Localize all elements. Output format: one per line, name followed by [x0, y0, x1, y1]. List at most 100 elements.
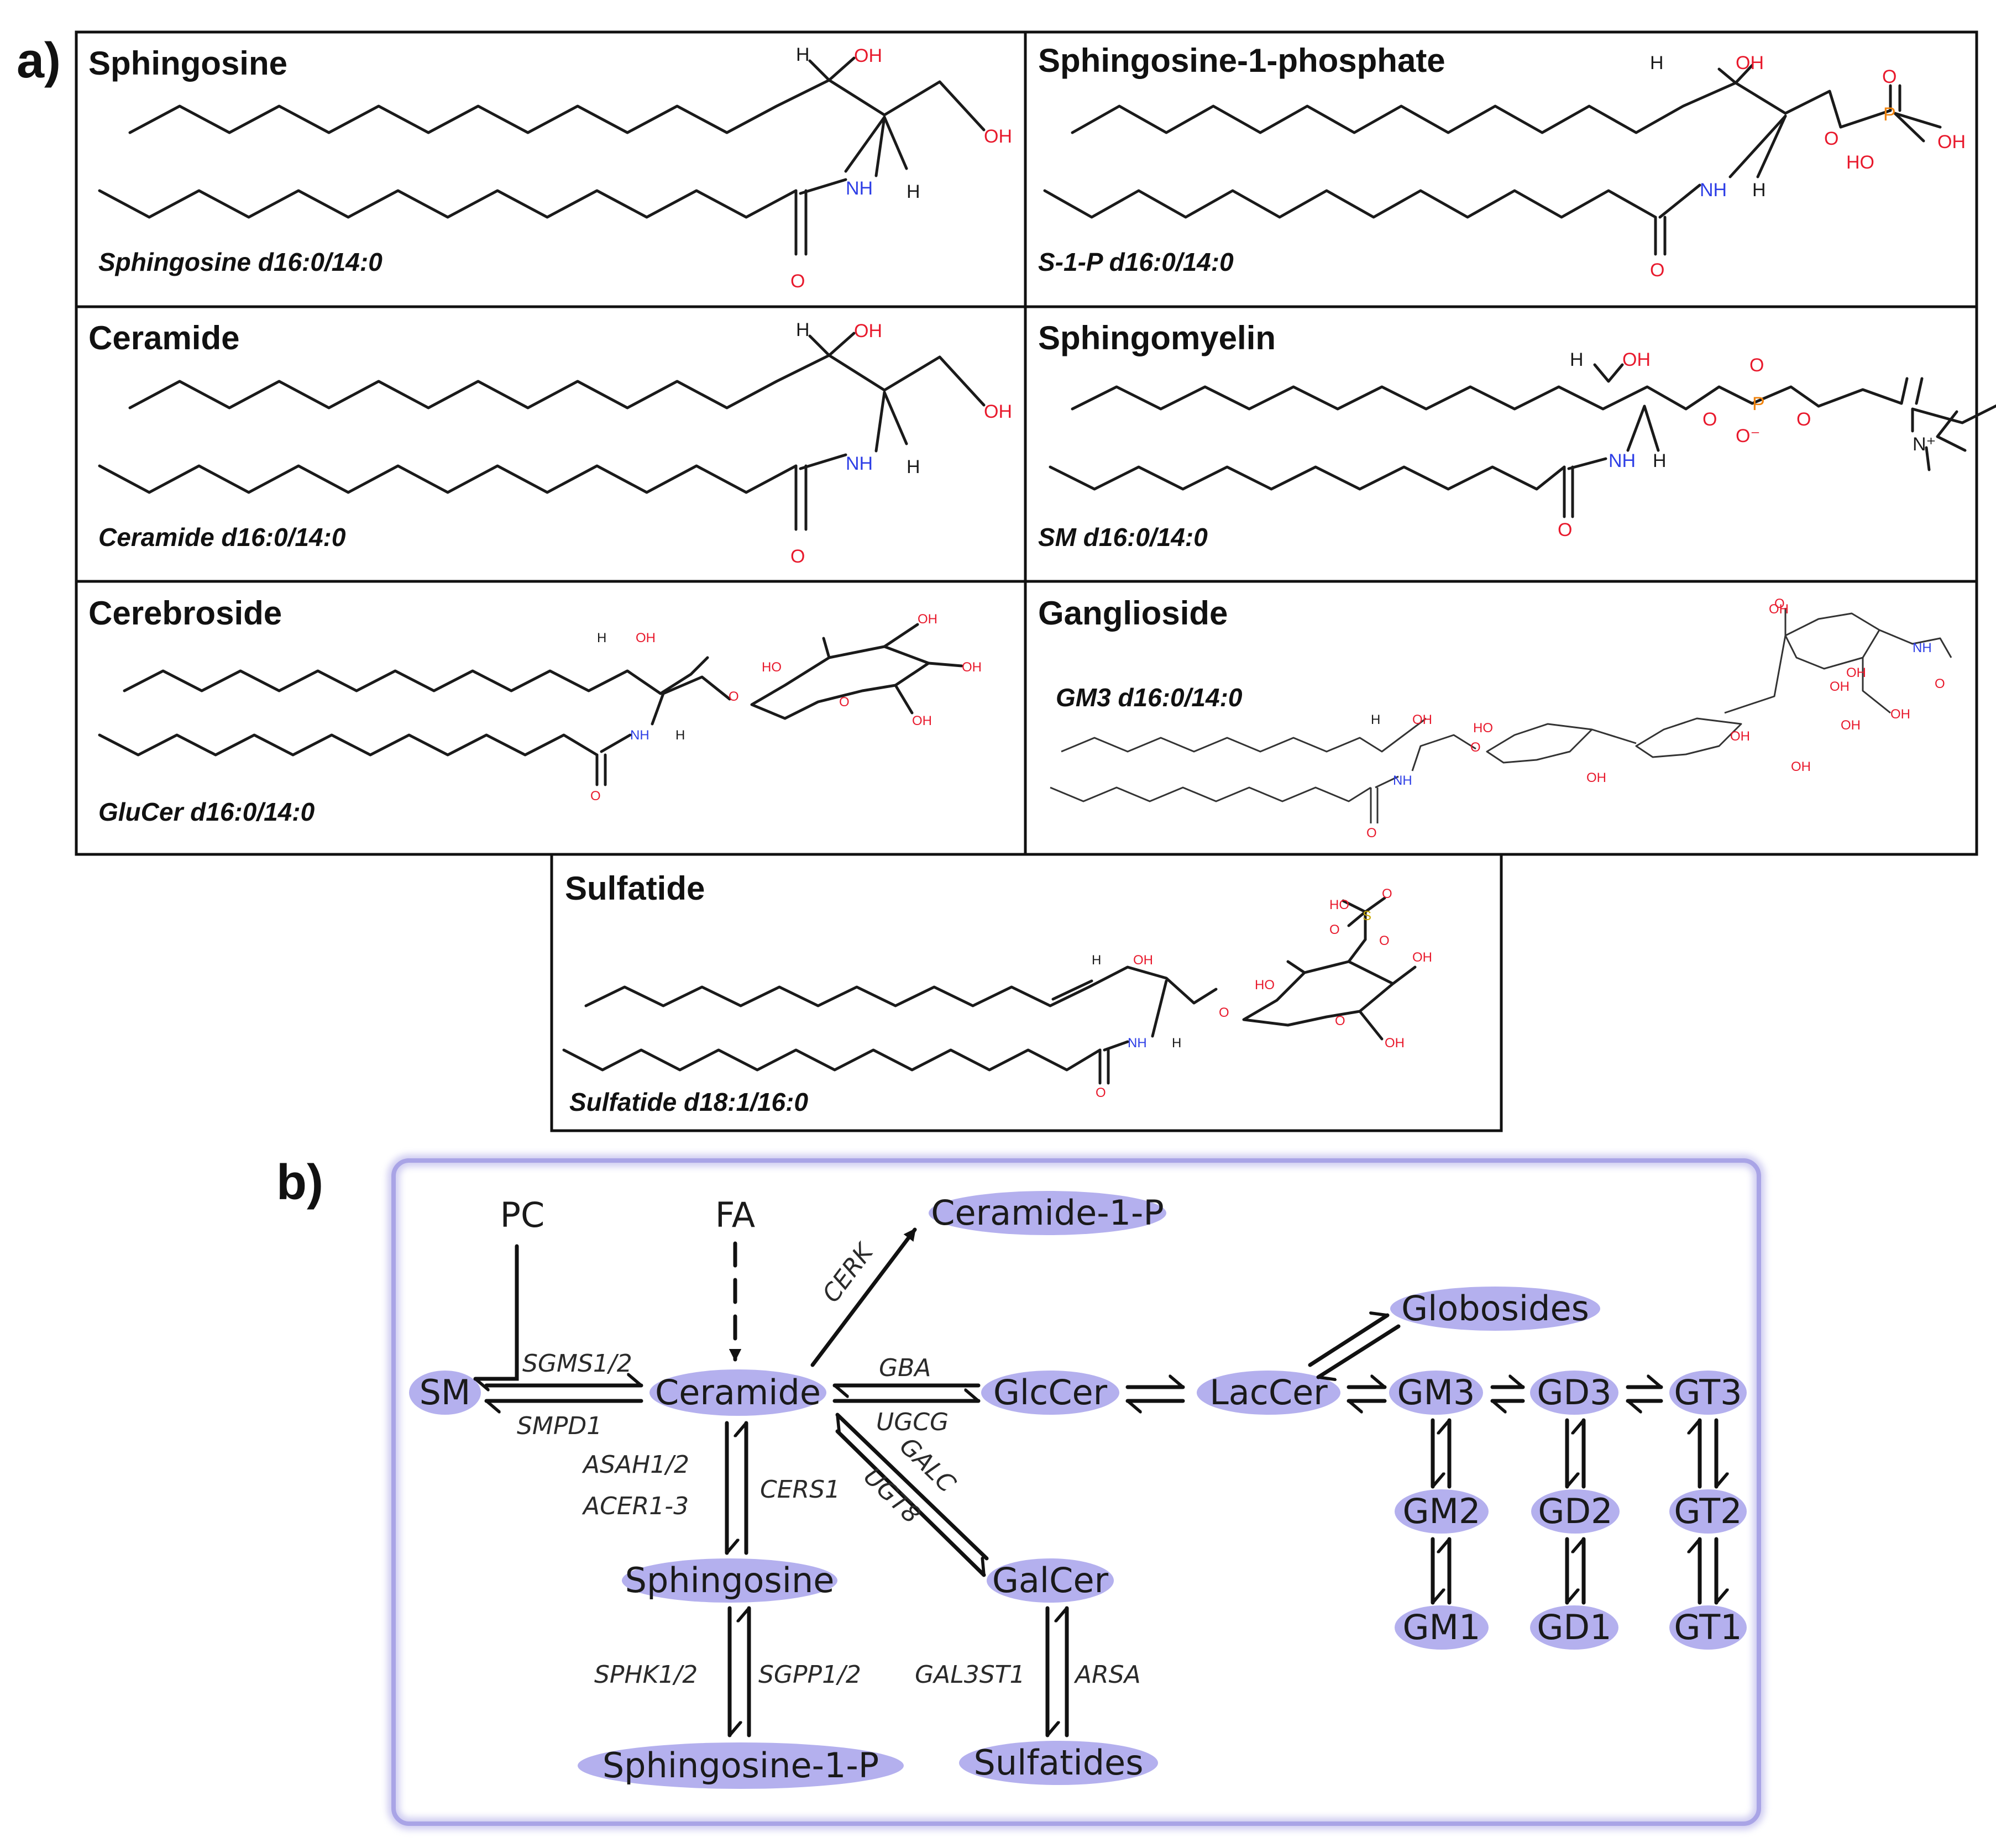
- atom-ho: HO: [1329, 897, 1349, 912]
- node-sm: SM: [420, 1372, 471, 1413]
- node-ceramide-1-p-shape: [929, 1191, 1166, 1235]
- node-galcer: GalCer: [992, 1560, 1109, 1600]
- arrow-pc-to-sm: [473, 1244, 519, 1379]
- atom-o-minus: O⁻: [1736, 426, 1760, 447]
- title-s1p: Sphingosine-1-phosphate: [1038, 42, 1445, 79]
- atom-oh: OH: [984, 401, 1012, 422]
- chain-lower: [1050, 786, 1371, 802]
- arrow-ceramide-to-galcer: [835, 1429, 986, 1577]
- atom-oh: OH: [1133, 953, 1153, 968]
- amide-bonds: [595, 692, 665, 786]
- node-labels: SM Ceramide Ceramide-1-P GlcCer LacCer G…: [420, 1193, 1742, 1786]
- atom-o: O: [790, 546, 805, 567]
- node-gt3: GT3: [1674, 1372, 1742, 1413]
- node-globosides: Globosides: [1401, 1288, 1589, 1329]
- caption-sphingomyelin: SM d16:0/14:0: [1038, 523, 1208, 552]
- wedge-bonds: [808, 56, 908, 173]
- node-gd1-shape: [1530, 1605, 1618, 1650]
- title-sulfatide: Sulfatide: [565, 870, 705, 907]
- atom-o: O: [1749, 355, 1764, 376]
- atom-oh: OH: [636, 631, 656, 645]
- node-sulfatides-shape: [959, 1741, 1158, 1785]
- atom-h: H: [796, 319, 810, 340]
- amide-bonds: [1563, 405, 1646, 518]
- node-glccer-shape: [981, 1371, 1119, 1415]
- atom-oh: OH: [1841, 718, 1861, 733]
- caption-sphingosine: Sphingosine d16:0/14:0: [98, 248, 383, 276]
- atom-o: O: [1366, 826, 1377, 841]
- node-gd3: GD3: [1537, 1372, 1611, 1413]
- node-gm1: GM1: [1403, 1607, 1481, 1647]
- atom-nh: NH: [630, 728, 649, 743]
- node-sphingosine-shape: [622, 1558, 837, 1603]
- node-shapes: [409, 1191, 1747, 1789]
- linker-bonds: [662, 675, 731, 701]
- panel-b-label: b): [276, 1155, 323, 1210]
- node-gd3-shape: [1530, 1371, 1618, 1415]
- title-ganglioside: Ganglioside: [1038, 595, 1228, 632]
- node-gt2-shape: [1669, 1489, 1747, 1534]
- amide-bonds: [1370, 734, 1476, 823]
- node-galcer-shape: [987, 1558, 1114, 1603]
- amide-bonds: [1654, 114, 1787, 256]
- atom-h: H: [675, 728, 685, 743]
- wedge-bonds: [1593, 363, 1660, 452]
- atom-p: P: [1752, 393, 1765, 414]
- atom-oh: OH: [1736, 53, 1764, 74]
- lactose-rings: [1486, 717, 1742, 764]
- chain-lower: [98, 733, 599, 757]
- atom-o: O: [839, 695, 850, 710]
- arrow-ceramide-to-ceramide-1-p: [810, 1227, 917, 1367]
- panel-b: b) SM Cerami: [276, 1154, 1765, 1830]
- atom-oh: OH: [962, 660, 982, 675]
- atom-o: O: [1774, 596, 1785, 611]
- amide-bonds: [794, 391, 886, 531]
- atom-o: O: [1096, 1085, 1106, 1100]
- atom-oh: OH: [918, 612, 937, 627]
- atom-h: H: [1752, 180, 1766, 201]
- atom-o: O: [790, 271, 805, 292]
- enzyme-cerk: CERK: [817, 1237, 880, 1308]
- node-gt1-shape: [1669, 1605, 1747, 1650]
- atom-oh: OH: [854, 45, 882, 66]
- chain-lower: [98, 464, 798, 494]
- amide-bonds: [1098, 979, 1168, 1085]
- atom-ho: HO: [762, 660, 782, 675]
- galactose-ring: [1242, 938, 1417, 1041]
- structure-sphingosine: H OH OH NH H O: [98, 44, 1012, 292]
- structure-sphingomyelin: H OH O O P O⁻ O N⁺ NH H O: [1049, 349, 1996, 540]
- node-laccer: LacCer: [1209, 1372, 1328, 1413]
- atom-ho: HO: [1846, 152, 1874, 173]
- enzyme-asah: ASAH1/2: [581, 1451, 689, 1479]
- enzyme-sgpp: SGPP1/2: [758, 1661, 861, 1689]
- sialic-acid-ring: [1724, 608, 1952, 714]
- caption-ceramide: Ceramide d16:0/14:0: [98, 523, 346, 552]
- trans-double-bond: [1051, 979, 1093, 1001]
- enzyme-gba: GBA: [879, 1354, 931, 1382]
- atom-o: O: [729, 689, 739, 704]
- atom-o: O: [1335, 1014, 1345, 1028]
- structure-s1p: H OH O O P OH HO NH H O: [1043, 53, 1966, 281]
- node-sphingosine: Sphingosine: [625, 1560, 835, 1600]
- atom-o: O: [1379, 933, 1390, 948]
- node-ceramide: Ceramide: [655, 1372, 821, 1413]
- node-gd2-shape: [1531, 1489, 1620, 1534]
- caption-ganglioside: GM3 d16:0/14:0: [1056, 683, 1243, 712]
- title-ceramide: Ceramide: [88, 319, 239, 356]
- chain-lower: [562, 1048, 1102, 1072]
- arrow-globosides-to-laccer: [1316, 1324, 1401, 1377]
- phosphate-bonds: [1839, 84, 1942, 143]
- chain-upper: [128, 354, 986, 410]
- structure-ceramide: H OH OH NH H O: [98, 319, 1012, 567]
- enzyme-sgms: SGMS1/2: [522, 1350, 632, 1378]
- atom-h: H: [1172, 1036, 1181, 1051]
- wedge-bonds: [1717, 64, 1787, 179]
- atom-o: O: [1470, 740, 1481, 755]
- node-gm3-shape: [1389, 1371, 1483, 1415]
- wedge-bonds: [808, 332, 908, 445]
- node-gm3: GM3: [1397, 1372, 1475, 1413]
- node-gt3-shape: [1669, 1371, 1747, 1415]
- node-gm2-shape: [1395, 1489, 1489, 1534]
- atom-o: O: [1702, 409, 1717, 430]
- chain-upper: [1061, 717, 1427, 753]
